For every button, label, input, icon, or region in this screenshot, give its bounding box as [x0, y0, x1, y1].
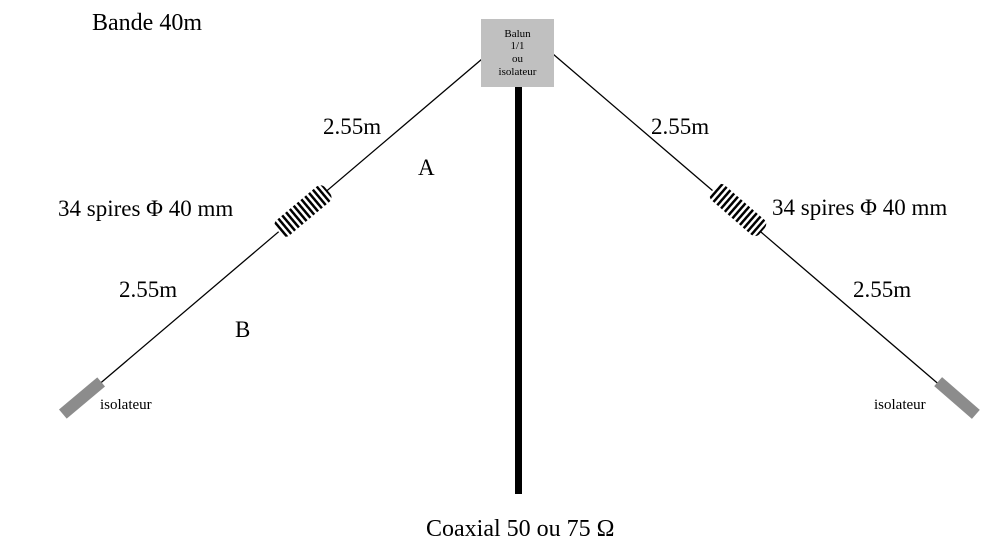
point-a-label: A [418, 155, 435, 180]
left-upper-length-label: 2.55m [323, 114, 382, 139]
left-loading-coil [274, 185, 332, 237]
right-lower-length-label: 2.55m [853, 277, 912, 302]
coax-label: Coaxial 50 ou 75 Ω [426, 516, 615, 542]
left-insulator-label: isolateur [100, 397, 152, 413]
point-b-label: B [235, 317, 251, 342]
left-antenna-wire [69, 58, 483, 410]
balun-label-line2: 1/1 [510, 40, 525, 53]
balun-label-line3: ou [512, 53, 523, 65]
right-insulator-label: isolateur [874, 397, 926, 413]
coaxial-feedline [515, 87, 522, 494]
right-coil-label: 34 spires Φ 40 mm [772, 195, 948, 220]
left-coil-label: 34 spires Φ 40 mm [58, 196, 234, 221]
right-loading-coil [709, 183, 767, 237]
left-end-insulator [58, 377, 106, 419]
left-lower-length-label: 2.55m [119, 277, 178, 302]
right-antenna-wire [552, 53, 971, 412]
balun-label-line1: Balun [504, 27, 531, 40]
balun-box: Balun 1/1 ou isolateur [481, 19, 554, 87]
right-end-insulator [934, 377, 980, 419]
diagram-title: Bande 40m [92, 10, 202, 36]
balun-label-line4: isolateur [498, 65, 537, 78]
right-upper-length-label: 2.55m [651, 114, 710, 139]
